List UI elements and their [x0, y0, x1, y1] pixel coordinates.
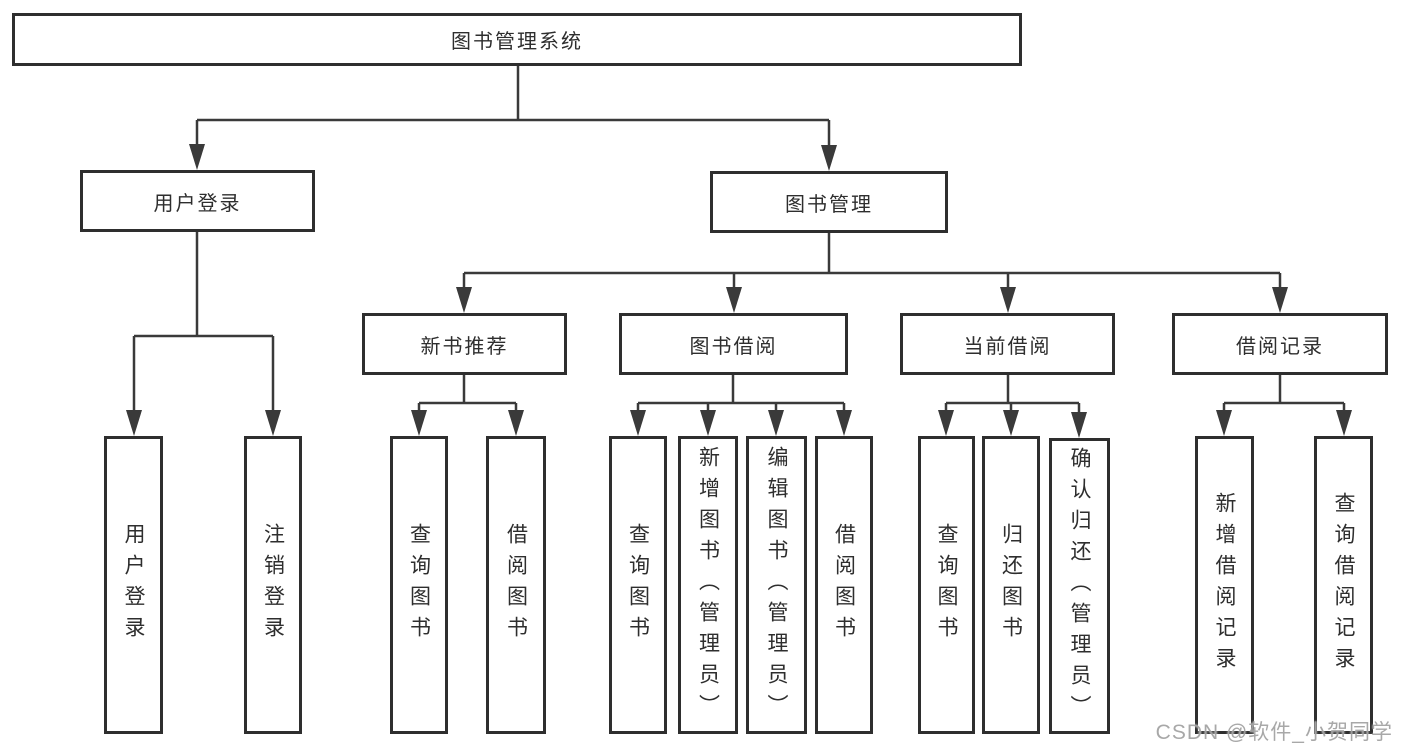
arrow-icon — [1003, 410, 1019, 436]
node-borrow-records: 借阅记录 — [1172, 313, 1388, 375]
arrow-icon — [1272, 287, 1288, 313]
node-label: 注销登录 — [261, 523, 285, 647]
node-label: 编辑图书（管理员） — [765, 445, 788, 725]
leaf-query-books-recommend: 查询图书 — [390, 436, 448, 734]
arrow-icon — [768, 410, 784, 436]
leaf-query-borrow-record: 查询借阅记录 — [1314, 436, 1373, 734]
node-label: 确认归还（管理员） — [1068, 446, 1091, 726]
arrow-icon — [1336, 410, 1352, 436]
node-label: 图书管理 — [785, 193, 873, 216]
arrow-icon — [1000, 287, 1016, 313]
arrow-icon — [630, 410, 646, 436]
node-label: 借阅图书 — [504, 523, 528, 647]
node-new-book-recommend: 新书推荐 — [362, 313, 567, 375]
arrow-icon — [265, 410, 281, 436]
node-current-borrow: 当前借阅 — [900, 313, 1115, 375]
arrow-icon — [726, 287, 742, 313]
leaf-query-books-current: 查询图书 — [918, 436, 975, 734]
leaf-confirm-return-admin: 确认归还（管理员） — [1049, 438, 1110, 734]
csdn-watermark: CSDN @软件_小贺同学 — [1155, 721, 1393, 744]
node-label: 图书管理系统 — [451, 31, 583, 53]
node-user-login-branch: 用户登录 — [80, 170, 315, 232]
node-label: 查询图书 — [407, 523, 431, 647]
node-label: 查询图书 — [626, 523, 650, 647]
node-label: 用户登录 — [153, 192, 242, 215]
leaf-borrow-books: 借阅图书 — [815, 436, 873, 734]
leaf-user-login: 用户登录 — [104, 436, 163, 734]
arrow-icon — [938, 410, 954, 436]
leaf-add-books-admin: 新增图书（管理员） — [678, 436, 738, 734]
node-label: 归还图书 — [999, 523, 1023, 647]
node-label: 查询图书 — [935, 523, 958, 647]
arrow-icon — [189, 144, 205, 170]
leaf-return-books: 归还图书 — [982, 436, 1040, 734]
node-label: 新增借阅记录 — [1213, 492, 1236, 678]
arrow-icon — [508, 410, 524, 436]
node-label: 当前借阅 — [963, 335, 1052, 358]
arrow-icon — [1216, 410, 1232, 436]
node-label: 借阅记录 — [1236, 335, 1324, 358]
leaf-logout: 注销登录 — [244, 436, 302, 734]
arrow-icon — [836, 410, 852, 436]
node-label: 用户登录 — [122, 523, 145, 647]
leaf-edit-books-admin: 编辑图书（管理员） — [746, 436, 807, 734]
leaf-add-borrow-record: 新增借阅记录 — [1195, 436, 1254, 734]
arrow-icon — [456, 287, 472, 313]
leaf-borrow-books-recommend: 借阅图书 — [486, 436, 546, 734]
arrow-icon — [700, 410, 716, 436]
node-book-borrow: 图书借阅 — [619, 313, 848, 375]
node-label: 查询借阅记录 — [1332, 492, 1355, 678]
node-label: 图书借阅 — [689, 335, 778, 358]
arrow-icon — [126, 410, 142, 436]
arrow-icon — [1071, 412, 1087, 438]
arrow-icon — [821, 145, 837, 171]
node-book-management: 图书管理 — [710, 171, 948, 233]
node-label: 新书推荐 — [420, 335, 509, 358]
arrow-icon — [411, 410, 427, 436]
node-label: 借阅图书 — [832, 523, 856, 647]
node-label: 新增图书（管理员） — [696, 445, 720, 725]
leaf-query-books-borrow: 查询图书 — [609, 436, 667, 734]
node-root-system: 图书管理系统 — [12, 13, 1022, 66]
